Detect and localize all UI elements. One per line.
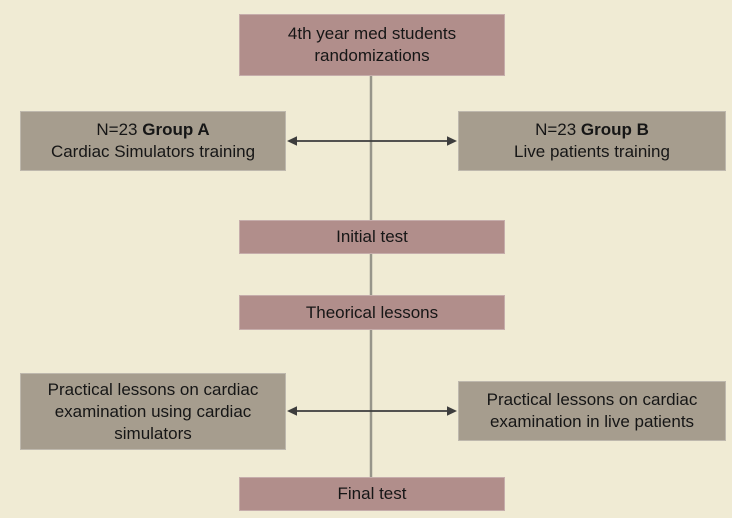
arrowhead-right-icon: [447, 406, 457, 416]
node-theorical-lessons-label: Theorical lessons: [305, 302, 439, 322]
group-b-line1: N=23 Group B: [514, 119, 670, 141]
arrowhead-left-icon: [287, 406, 297, 416]
node-practical-simulators-label: Practical lessons on cardiac examination…: [47, 379, 259, 443]
node-group-b-label: N=23 Group B Live patients training: [514, 119, 670, 163]
double-arrow-top: [287, 136, 457, 146]
node-final-test: Final test: [239, 477, 505, 511]
group-a-line2: Cardiac Simulators training: [50, 142, 256, 161]
node-practical-patients-label: Practical lessons on cardiac examination…: [486, 390, 698, 431]
node-group-a-label: N=23 Group A Cardiac Simulators training: [51, 119, 255, 163]
group-b-line2: Live patients training: [514, 142, 670, 161]
node-randomization-label: 4th year med students randomizations: [287, 24, 457, 65]
group-b-count: N=23: [535, 120, 577, 139]
group-a-name: Group A: [142, 120, 210, 139]
node-theorical-lessons: Theorical lessons: [239, 295, 505, 330]
node-initial-test: Initial test: [239, 220, 505, 254]
node-randomization: 4th year med students randomizations: [239, 14, 505, 76]
node-final-test-label: Final test: [337, 484, 407, 503]
node-practical-patients: Practical lessons on cardiac examination…: [458, 381, 726, 441]
arrowhead-right-icon: [447, 136, 457, 146]
double-arrow-bottom: [287, 406, 457, 416]
node-initial-test-label: Initial test: [336, 227, 408, 246]
group-b-name: Group B: [580, 120, 649, 139]
node-practical-simulators: Practical lessons on cardiac examination…: [20, 373, 286, 450]
arrowhead-left-icon: [287, 136, 297, 146]
group-a-count: N=23: [96, 120, 138, 139]
node-group-a: N=23 Group A Cardiac Simulators training: [20, 111, 286, 171]
node-group-b: N=23 Group B Live patients training: [458, 111, 726, 171]
group-a-line1: N=23 Group A: [51, 119, 255, 141]
